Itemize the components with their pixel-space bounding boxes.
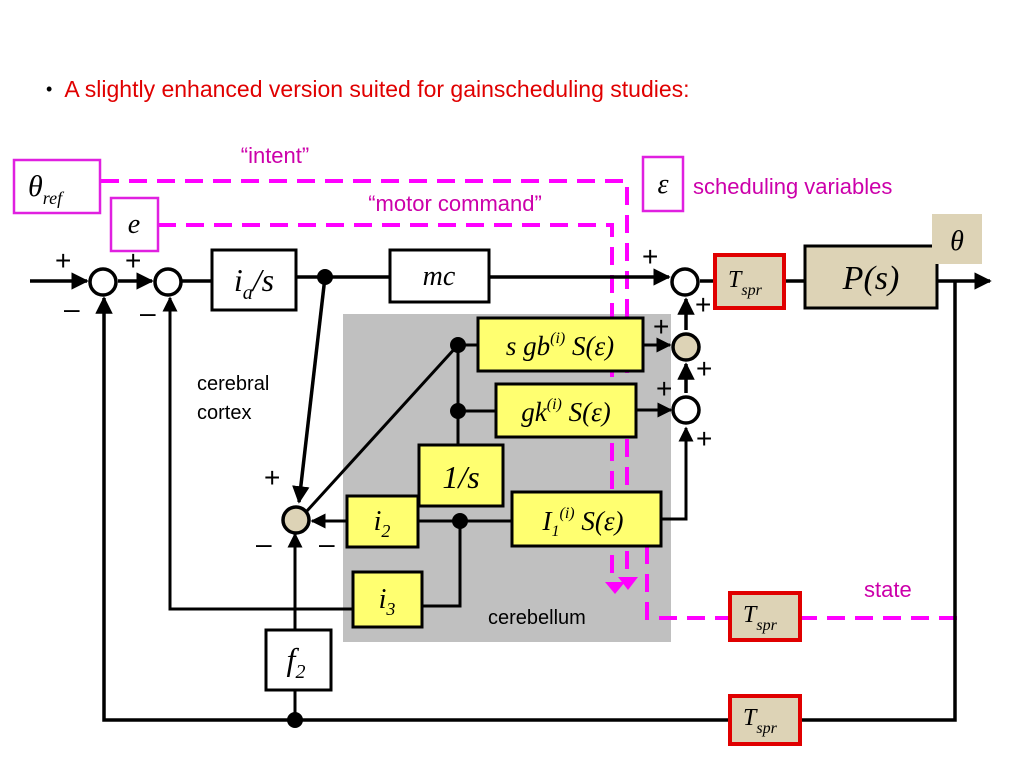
epsilon-label: ε xyxy=(657,169,668,200)
block-i2-label: i2 xyxy=(374,506,391,541)
outer-feedback-wire-left xyxy=(95,296,730,722)
epsilon-box xyxy=(641,155,685,213)
block-I1-label: I1(i) S(ε) xyxy=(542,505,624,540)
block-ia-label: ia/s xyxy=(234,262,274,304)
block-ia-integrator xyxy=(210,248,298,312)
block-mc xyxy=(388,248,491,304)
summing-junction-cortex xyxy=(281,505,311,535)
cerebellum-label: cerebellum xyxy=(488,607,586,629)
plus-sign: + xyxy=(642,241,658,272)
to-i3-wire xyxy=(422,521,462,608)
plus-sign: + xyxy=(656,373,672,404)
minus-sign: – xyxy=(319,528,335,559)
intent-dashed-line xyxy=(101,179,629,580)
block-gk-label: gk(i) S(ε) xyxy=(521,396,610,427)
theta-ref-label: θref xyxy=(28,170,65,208)
summing-junction-gk xyxy=(671,395,701,425)
theta-output-label: θ xyxy=(950,226,964,257)
motor-command-dashed-line xyxy=(158,223,614,580)
state-label: state xyxy=(864,577,912,602)
ia-to-cortex-sum-wire xyxy=(292,276,327,504)
block-gk xyxy=(494,382,638,439)
diag-wire xyxy=(304,343,460,514)
minus-sign: – xyxy=(256,528,272,559)
summing-junction-main xyxy=(670,267,700,297)
block-one-over-s-label: 1/s xyxy=(442,459,479,495)
block-delay-forward-label: Tspr xyxy=(728,267,763,299)
block-plant-label: P(s) xyxy=(842,260,900,297)
cerebral-cortex-label-line2: cortex xyxy=(197,402,251,424)
plus-sign: + xyxy=(55,245,71,276)
outer-feedback-wire-right xyxy=(800,281,957,722)
block-plant xyxy=(803,244,939,310)
cerebral-cortex-label-line1: cerebral xyxy=(197,373,269,395)
theta-ref-box xyxy=(12,158,102,215)
block-delay-forward xyxy=(713,253,786,310)
plus-sign: + xyxy=(696,353,712,384)
e-box xyxy=(109,196,160,253)
title-text: A slightly enhanced version suited for g… xyxy=(64,76,690,102)
intent-arrow-head xyxy=(618,577,638,590)
plus-sign: + xyxy=(125,245,141,276)
block-sgb xyxy=(476,316,645,373)
minus-sign: – xyxy=(64,293,80,324)
summing-junction-sgb xyxy=(671,332,701,362)
scheduling-variables-label: scheduling variables xyxy=(693,174,892,199)
block-delay-state xyxy=(728,591,802,642)
block-delay-feedback-label: Tspr xyxy=(743,705,778,737)
block-i3 xyxy=(351,570,424,629)
block-delay-state-label: Tspr xyxy=(743,602,778,634)
sgb-junction-dot xyxy=(450,337,466,353)
plus-sign: + xyxy=(695,289,711,320)
intent-label: “intent” xyxy=(241,143,309,168)
bullet-icon: • xyxy=(46,79,53,99)
slide-title: • A slightly enhanced version suited for … xyxy=(46,76,690,103)
plus-sign: + xyxy=(264,462,280,493)
motor-command-label: “motor command” xyxy=(368,191,542,216)
block-one-over-s xyxy=(417,443,505,508)
plus-sign: + xyxy=(653,311,669,342)
minus-sign: – xyxy=(140,297,156,328)
motor-command-arrow-head xyxy=(605,582,625,594)
summing-junction-1 xyxy=(88,267,118,297)
state-dashed-line xyxy=(645,536,957,620)
I1-to-sum-wire xyxy=(661,426,694,521)
block-mc-label: mc xyxy=(423,261,456,292)
block-f2 xyxy=(264,628,333,692)
plus-sign: + xyxy=(696,423,712,454)
i3-feedback-wire xyxy=(162,296,353,611)
block-delay-feedback xyxy=(728,694,802,746)
e-label: e xyxy=(128,209,140,240)
sign-labels: + – + – + + + + + + + – – xyxy=(55,241,712,559)
theta-output-badge xyxy=(932,214,982,264)
block-i3-label: i3 xyxy=(379,584,396,619)
block-I1 xyxy=(510,490,663,548)
gk-junction-dot xyxy=(450,403,466,419)
block-sgb-label: s gb(i) S(ε) xyxy=(506,330,614,361)
block-i2 xyxy=(345,494,420,549)
summing-junction-2 xyxy=(153,267,183,297)
